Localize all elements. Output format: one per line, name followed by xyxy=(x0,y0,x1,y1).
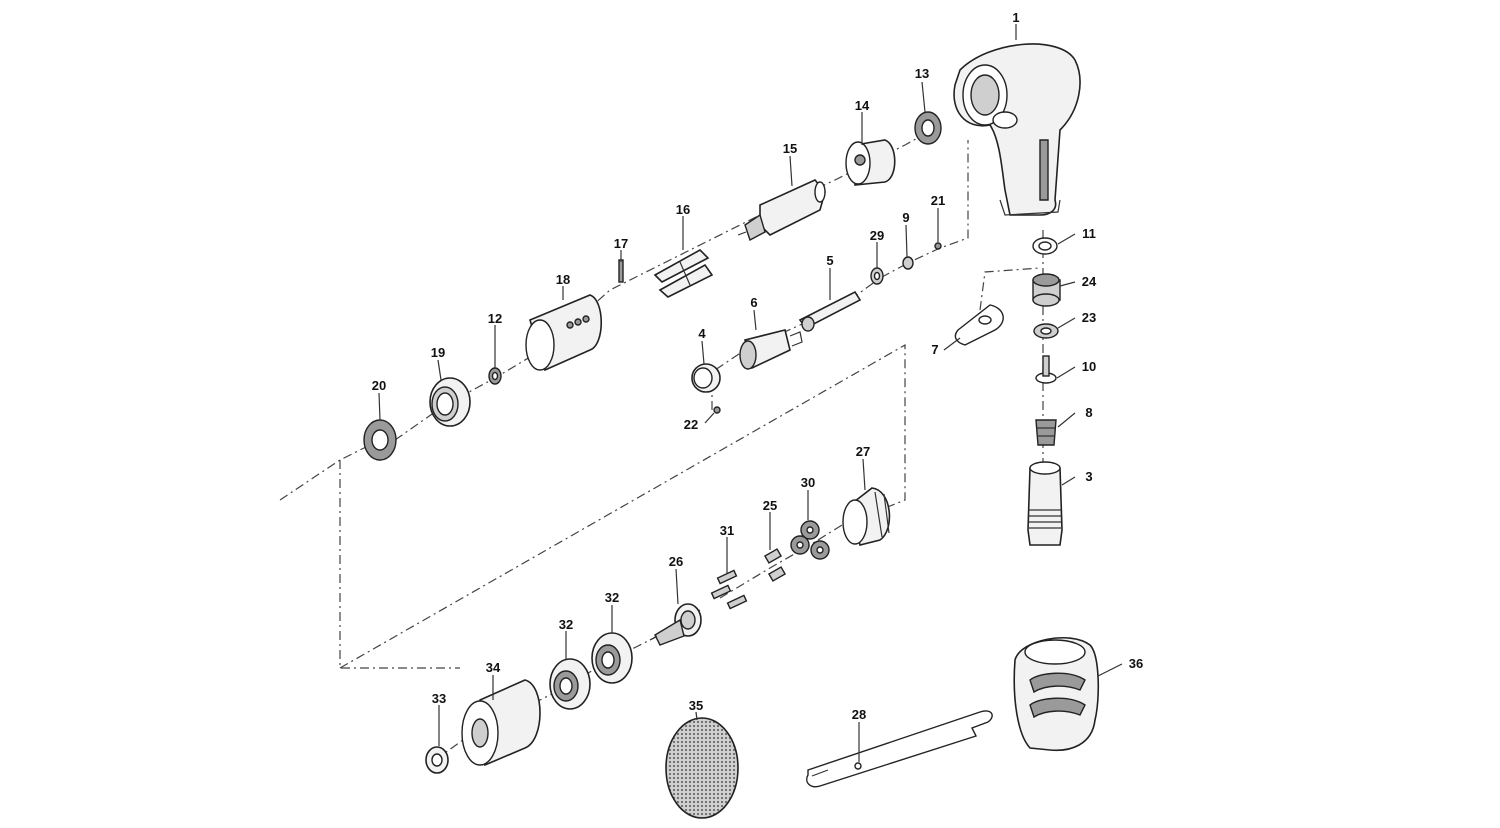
label-part-8: 8 xyxy=(1085,405,1092,420)
part-14-end-plate xyxy=(845,139,896,186)
label-part-30: 30 xyxy=(801,475,815,490)
part-18-cylinder xyxy=(525,294,602,372)
part-33-nut xyxy=(425,746,449,774)
label-part-24: 24 xyxy=(1082,274,1097,289)
label-part-27: 27 xyxy=(856,444,870,459)
part-9-washer xyxy=(902,256,914,270)
label-part-28: 28 xyxy=(852,707,866,722)
part-30-planet-gears xyxy=(790,520,830,560)
part-36-grip xyxy=(1013,637,1100,752)
part-32-bearing-upper xyxy=(591,632,633,684)
label-part-36: 36 xyxy=(1129,656,1143,671)
label-part-26: 26 xyxy=(669,554,683,569)
part-25-pins xyxy=(763,548,787,582)
part-24-bushing xyxy=(1032,273,1061,307)
label-part-4: 4 xyxy=(698,326,706,341)
part-20-bearing xyxy=(363,419,397,461)
part-28-wrench xyxy=(806,710,993,788)
part-19-end-plate xyxy=(429,377,471,427)
label-part-22: 22 xyxy=(684,417,698,432)
part-17-pin xyxy=(618,259,624,283)
part-31-needle-pins xyxy=(710,569,748,610)
label-part-32-upper: 32 xyxy=(605,590,619,605)
part-4-cap xyxy=(691,363,721,393)
part-23-washer xyxy=(1033,323,1059,339)
label-part-3: 3 xyxy=(1085,469,1092,484)
label-part-29: 29 xyxy=(870,228,884,243)
label-part-16: 16 xyxy=(676,202,690,217)
part-29-washer xyxy=(870,267,884,285)
part-10-valve xyxy=(1035,355,1057,384)
label-part-14: 14 xyxy=(855,98,870,113)
label-part-19: 19 xyxy=(431,345,445,360)
label-part-32-lower: 32 xyxy=(559,617,573,632)
label-part-25: 25 xyxy=(763,498,777,513)
part-27-ring-gear xyxy=(842,487,891,546)
part-22-pin xyxy=(713,406,721,414)
label-part-31: 31 xyxy=(720,523,734,538)
part-1-housing xyxy=(953,43,1081,216)
label-part-12: 12 xyxy=(488,311,502,326)
part-21-pin xyxy=(934,242,942,250)
label-part-20: 20 xyxy=(372,378,386,393)
label-part-1: 1 xyxy=(1012,10,1019,25)
part-26-planet-carrier xyxy=(649,603,702,646)
part-8-filter xyxy=(1035,419,1057,446)
part-5-spindle xyxy=(798,290,862,332)
label-part-13: 13 xyxy=(915,66,929,81)
part-34-front-housing xyxy=(461,679,541,767)
part-6-clutch xyxy=(739,329,803,370)
part-labels: 1 3 4 5 6 7 8 9 10 11 12 13 14 15 16 17 … xyxy=(372,10,1143,722)
label-part-18: 18 xyxy=(556,272,570,287)
label-part-15: 15 xyxy=(783,141,797,156)
part-32-bearing-lower xyxy=(549,658,591,710)
label-part-35: 35 xyxy=(689,698,703,713)
part-16-vanes xyxy=(653,249,714,298)
part-11-washer xyxy=(1032,237,1058,255)
label-part-33: 33 xyxy=(432,691,446,706)
part-12-ring xyxy=(488,367,502,385)
label-part-17: 17 xyxy=(614,236,628,251)
label-part-5: 5 xyxy=(826,253,833,268)
label-part-6: 6 xyxy=(750,295,757,310)
label-part-11: 11 xyxy=(1082,226,1096,241)
label-part-10: 10 xyxy=(1082,359,1096,374)
part-7-gasket xyxy=(954,304,1004,346)
part-35-pad xyxy=(665,717,739,819)
leader-lines xyxy=(378,24,1123,762)
label-part-21: 21 xyxy=(931,193,945,208)
label-part-9: 9 xyxy=(902,210,909,225)
part-13-bearing xyxy=(914,111,942,145)
part-3-inlet xyxy=(1027,461,1063,546)
part-15-rotor xyxy=(737,179,826,242)
label-part-34: 34 xyxy=(486,660,501,675)
label-part-7: 7 xyxy=(931,342,938,357)
label-part-23: 23 xyxy=(1082,310,1096,325)
